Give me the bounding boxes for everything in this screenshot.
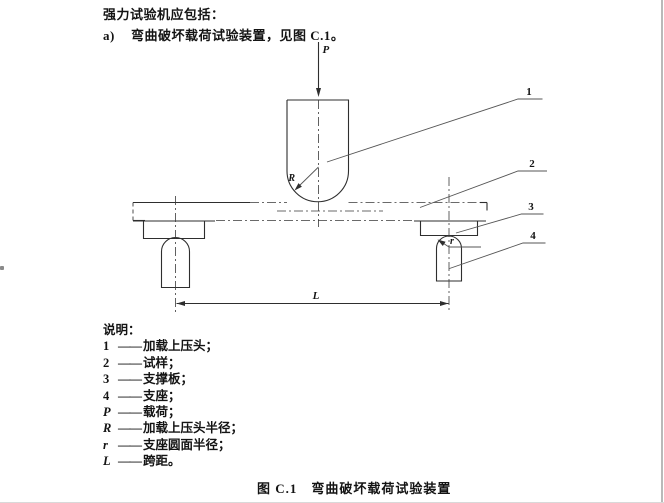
scan-speck: [0, 266, 4, 270]
intro-sentence: 强力试验机应包括：: [103, 7, 225, 22]
load-arrowhead: [316, 88, 321, 97]
legend-item-P: P——载荷；: [103, 405, 181, 420]
part-number-4: 4: [530, 230, 536, 242]
label-load-p: P: [323, 44, 330, 56]
list-item-a-text: 弯曲破坏载荷试验装置，见图 C.1。: [131, 28, 345, 43]
part-number-1: 1: [526, 86, 532, 98]
legend-item-1: 1——加载上压头；: [103, 339, 219, 354]
legend-item-4: 4——支座；: [103, 388, 181, 403]
press-head-outline: [286, 99, 350, 203]
support-base-left: [160, 237, 191, 289]
part-number-2: 2: [529, 158, 535, 170]
legend-title: 说明：: [103, 323, 141, 337]
support-base-right: [435, 235, 463, 282]
legend-item-3: 3——支撑板；: [103, 372, 194, 387]
part-number-3: 3: [528, 201, 534, 213]
figure-legend: 说明： 1——加载上压头； 2——试样； 3——支撑板； 4——支座； P——载…: [103, 322, 243, 470]
support-plate-left-channel: [142, 221, 206, 240]
figure-caption: 图 C.1 弯曲破坏载荷试验装置: [257, 481, 452, 496]
radius-r-arrowhead: [294, 183, 302, 191]
label-radius-R: R: [287, 173, 295, 184]
leader-line-4: [449, 242, 546, 269]
legend-item-r: r——支座圆面半径；: [103, 437, 231, 452]
leader-line-2: [419, 170, 547, 208]
label-radius-small-r: r: [450, 236, 454, 247]
leader-line-3: [455, 213, 544, 234]
page-edge-right: [661, 0, 663, 503]
legend-item-L: L——跨距。: [103, 454, 181, 469]
list-item-a-marker: a): [103, 28, 115, 43]
span-arrow-left: [176, 301, 185, 306]
legend-item-R: R——加载上压头半径；: [103, 421, 244, 436]
span-arrow-right: [440, 301, 449, 306]
list-item-a: a) 弯曲破坏载荷试验装置，见图 C.1。: [103, 25, 344, 44]
legend-item-2: 2——试样；: [103, 355, 181, 370]
radius-small-r-arrowhead: [437, 239, 446, 246]
label-span-L: L: [312, 290, 320, 302]
leader-line-1: [326, 98, 543, 163]
